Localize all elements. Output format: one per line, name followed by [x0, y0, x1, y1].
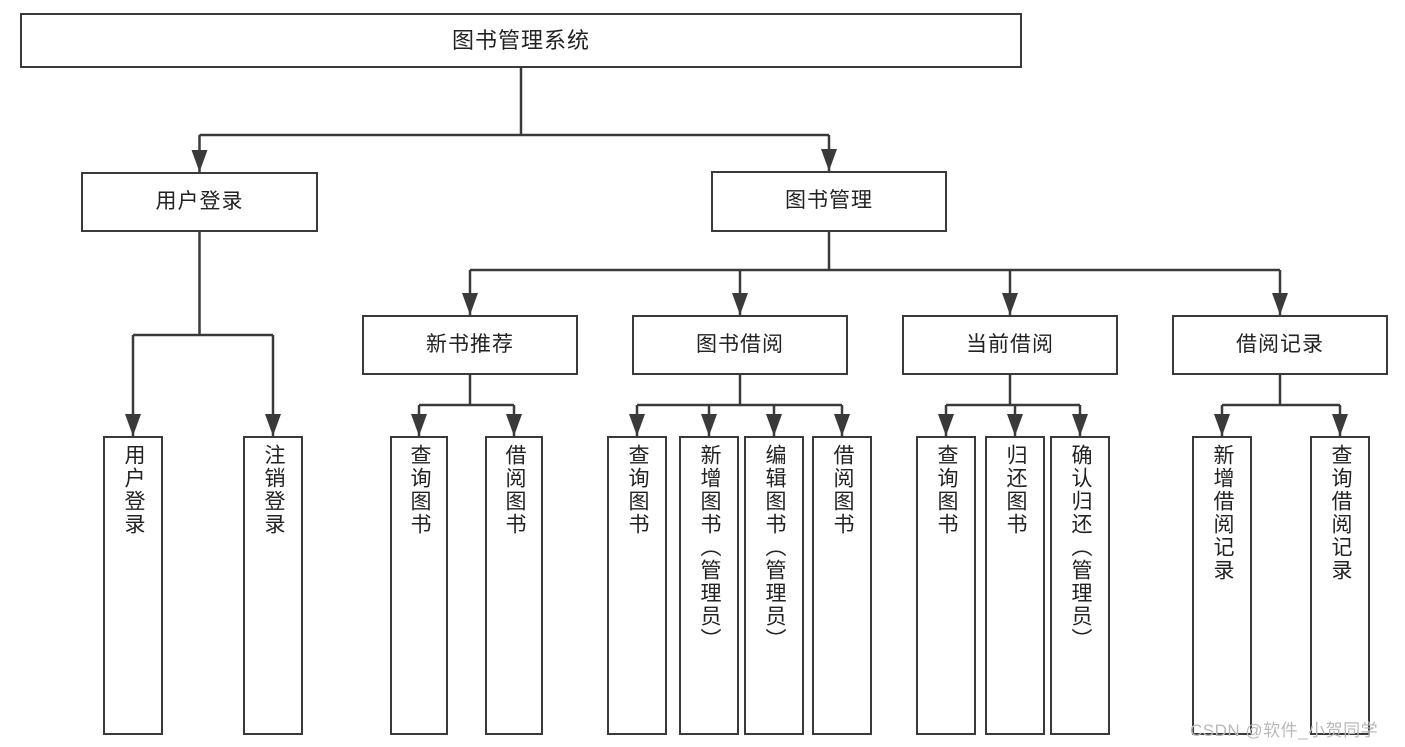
- node-leaf-add-record-label: 新增借阅记录: [1211, 444, 1235, 582]
- borrowrecord-to-leaves-arrow-1: [1332, 414, 1348, 436]
- node-leaf-confirm-return-label: 确认归还（管理员）: [1069, 444, 1093, 651]
- node-leaf-confirm-return[interactable]: 确认归还（管理员）: [1050, 436, 1110, 735]
- watermark-text: CSDN @软件_小贺同学: [1190, 721, 1379, 740]
- node-user-login[interactable]: 用户登录: [81, 172, 318, 232]
- node-leaf-query-book-2-label: 查询图书: [626, 444, 650, 536]
- node-leaf-query-book-3-label: 查询图书: [935, 444, 959, 536]
- node-leaf-user-logout[interactable]: 注销登录: [243, 436, 303, 735]
- root-to-level1-arrow-1: [821, 149, 837, 171]
- userlogin-to-leaves-arrow-1: [265, 414, 281, 436]
- node-leaf-return-book-label: 归还图书: [1004, 444, 1028, 536]
- bookmanage-to-level2-arrow-3: [1272, 293, 1288, 315]
- node-current-borrow[interactable]: 当前借阅: [902, 315, 1118, 375]
- node-leaf-query-record[interactable]: 查询借阅记录: [1310, 436, 1370, 735]
- root-to-level1-arrow-0: [191, 150, 208, 172]
- currentborrow-to-leaves-arrow-1: [1007, 414, 1023, 436]
- bookborrow-to-leaves-arrow-1: [701, 414, 717, 436]
- node-leaf-add-book[interactable]: 新增图书（管理员）: [679, 436, 739, 735]
- newbook-to-leaves-arrow-0: [411, 414, 427, 436]
- node-root-label: 图书管理系统: [451, 27, 590, 53]
- node-borrow-record[interactable]: 借阅记录: [1172, 315, 1388, 375]
- node-leaf-query-book-1[interactable]: 查询图书: [390, 436, 448, 735]
- node-leaf-query-record-label: 查询借阅记录: [1329, 444, 1353, 582]
- node-leaf-query-book-1-label: 查询图书: [408, 444, 432, 536]
- node-leaf-add-record[interactable]: 新增借阅记录: [1192, 436, 1252, 735]
- node-leaf-user-login[interactable]: 用户登录: [103, 436, 163, 735]
- node-leaf-borrow-book-1[interactable]: 借阅图书: [485, 436, 543, 735]
- node-leaf-borrow-book-2[interactable]: 借阅图书: [812, 436, 872, 735]
- userlogin-to-leaves-arrow-0: [125, 414, 141, 436]
- node-leaf-query-book-3[interactable]: 查询图书: [916, 436, 976, 735]
- node-new-book-recommend-label: 新书推荐: [426, 332, 514, 356]
- node-root[interactable]: 图书管理系统: [20, 13, 1022, 68]
- node-book-manage-label: 图书管理: [785, 189, 873, 213]
- node-borrow-record-label: 借阅记录: [1236, 332, 1324, 356]
- borrowrecord-to-leaves-arrow-0: [1214, 414, 1230, 436]
- bookmanage-to-level2-arrow-1: [732, 293, 748, 315]
- node-current-borrow-label: 当前借阅: [966, 332, 1054, 356]
- node-new-book-recommend[interactable]: 新书推荐: [362, 315, 578, 375]
- bookmanage-to-level2-arrow-2: [1002, 293, 1018, 315]
- node-book-manage[interactable]: 图书管理: [711, 171, 947, 232]
- node-leaf-borrow-book-1-label: 借阅图书: [503, 444, 527, 536]
- node-leaf-edit-book[interactable]: 编辑图书（管理员）: [744, 436, 804, 735]
- node-leaf-borrow-book-2-label: 借阅图书: [831, 444, 855, 536]
- currentborrow-to-leaves-arrow-0: [938, 414, 954, 436]
- node-leaf-edit-book-label: 编辑图书（管理员）: [763, 444, 787, 651]
- newbook-to-leaves-arrow-1: [506, 414, 522, 436]
- node-leaf-user-logout-label: 注销登录: [262, 444, 286, 536]
- node-leaf-user-login-label: 用户登录: [122, 444, 146, 536]
- bookmanage-to-level2-arrow-0: [462, 293, 478, 315]
- bookborrow-to-leaves-arrow-3: [834, 414, 850, 436]
- node-book-borrow[interactable]: 图书借阅: [632, 315, 848, 375]
- bookborrow-to-leaves-arrow-2: [766, 414, 782, 436]
- currentborrow-to-leaves-arrow-2: [1072, 414, 1088, 436]
- bookborrow-to-leaves-arrow-0: [629, 414, 645, 436]
- node-leaf-query-book-2[interactable]: 查询图书: [607, 436, 667, 735]
- node-user-login-label: 用户登录: [155, 189, 244, 213]
- node-leaf-add-book-label: 新增图书（管理员）: [698, 444, 722, 651]
- node-leaf-return-book[interactable]: 归还图书: [985, 436, 1045, 735]
- node-book-borrow-label: 图书借阅: [696, 332, 784, 356]
